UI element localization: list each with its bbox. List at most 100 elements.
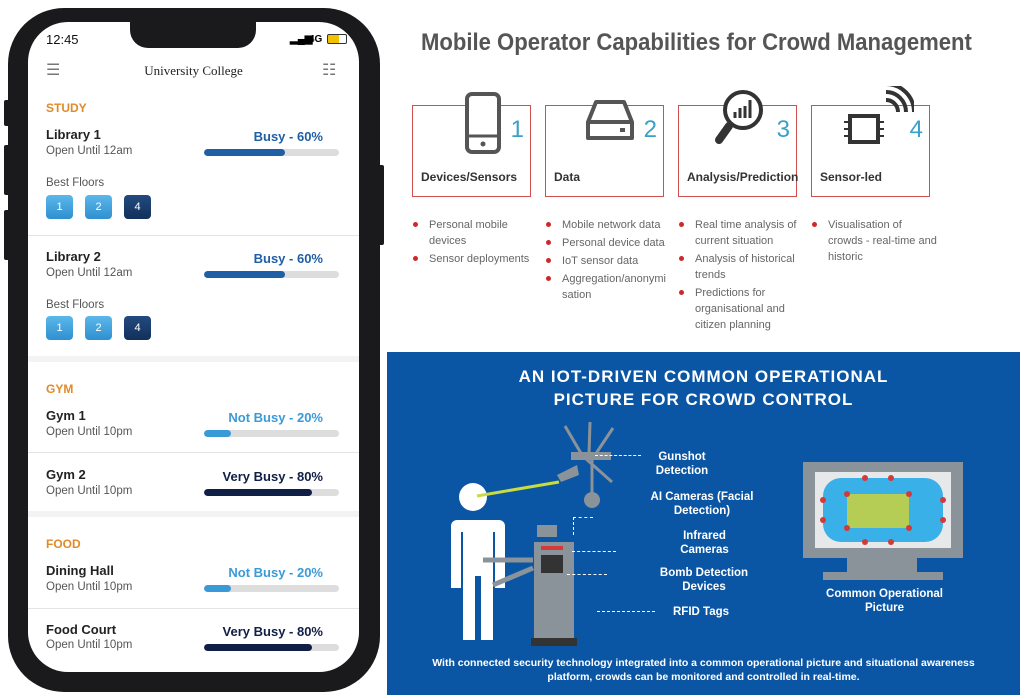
item-name: Library 1	[46, 127, 101, 142]
best-floors-label: Best Floors	[46, 299, 105, 311]
floor-button[interactable]: 1	[46, 195, 73, 219]
power-button	[378, 165, 384, 245]
busy-status: Very Busy - 80%	[222, 624, 323, 639]
label-rfid-tags: RFID Tags	[673, 606, 730, 618]
card-data: 2 Data	[545, 100, 664, 197]
busy-bar	[204, 149, 339, 156]
item-hours: Open Until 12am	[46, 145, 133, 157]
item-name: Food Court	[46, 622, 117, 637]
capabilities-panel: Mobile Operator Capabilities for Crowd M…	[387, 5, 1020, 346]
iot-caption: With connected security technology integ…	[432, 657, 975, 683]
security-illustration	[447, 421, 615, 646]
iot-infographic: AN IOT-DRIVEN COMMON OPERATIONAL PICTURE…	[387, 352, 1020, 695]
card-devices: 1 Devices/Sensors	[412, 92, 531, 197]
bullets-data: Mobile network data Personal device data…	[546, 217, 671, 305]
phone-icon	[465, 92, 501, 154]
floor-button[interactable]: 4	[124, 316, 151, 340]
chip-signal-icon	[844, 86, 914, 144]
bullets-devices: Personal mobile devices Sensor deploymen…	[413, 217, 533, 269]
label-bomb-detection: Bomb Detection Devices	[659, 567, 749, 593]
busy-status: Not Busy - 20%	[228, 410, 323, 425]
bullet: Visualisation of crowds - real-time and …	[812, 217, 937, 265]
item-name: Gym 1	[46, 408, 86, 423]
busy-bar	[204, 644, 339, 651]
phone-screen: 12:45 ▂▄▆ 4G ☰ University College ☷ STUD…	[28, 22, 359, 672]
section-gym: GYM	[46, 382, 74, 396]
divider	[28, 608, 359, 609]
item-name: Gym 2	[46, 467, 86, 482]
item-hours: Open Until 12am	[46, 267, 133, 279]
section-divider	[28, 356, 359, 362]
app-title: University College	[144, 63, 243, 78]
signal-icon: ▂▄▆	[290, 34, 313, 45]
camera-beam	[476, 480, 560, 498]
divider	[28, 235, 359, 236]
bullet: Real time analysis of current situation	[679, 217, 797, 249]
bullet: Mobile network data	[546, 217, 671, 233]
turnstile-icon	[483, 525, 577, 646]
label-gunshot-detection: Gunshot Detection	[655, 451, 709, 477]
label-infrared-cameras: Infrared Cameras	[680, 530, 729, 556]
best-floors-label: Best Floors	[46, 177, 105, 189]
card-number: 3	[776, 116, 790, 143]
item-hours: Open Until 10pm	[46, 426, 133, 438]
battery-icon	[327, 34, 347, 44]
connector	[567, 574, 607, 575]
section-divider	[28, 511, 359, 517]
item-name: Library 2	[46, 249, 101, 264]
menu-icon[interactable]: ☰	[46, 62, 61, 79]
connector	[595, 455, 641, 456]
card-analysis: 3 Analysis/Prediction	[678, 90, 799, 197]
item-hours: Open Until 10pm	[46, 639, 133, 651]
capabilities-title: Mobile Operator Capabilities for Crowd M…	[421, 29, 972, 56]
volume-down-button	[4, 210, 10, 260]
monitor-icon	[803, 462, 963, 580]
connector	[572, 551, 616, 552]
iot-title-line2: PICTURE FOR CROWD CONTROL	[553, 390, 854, 409]
section-food: FOOD	[46, 537, 81, 551]
bullet: Predictions for organisational and citiz…	[679, 285, 797, 333]
bullet: Sensor deployments	[413, 251, 533, 267]
bullet: Analysis of historical trends	[679, 251, 797, 283]
card-number: 4	[909, 116, 923, 143]
magnifier-chart-icon	[715, 90, 763, 144]
list-view-icon[interactable]: ☷	[322, 62, 337, 79]
card-number: 1	[510, 116, 524, 143]
bullets-analysis: Real time analysis of current situation …	[679, 217, 797, 335]
busy-status: Very Busy - 80%	[222, 469, 323, 484]
notch	[130, 22, 256, 48]
busy-bar	[204, 430, 339, 437]
label-ai-cameras: AI Cameras (Facial Detection)	[650, 491, 754, 517]
card-label: Sensor-led	[820, 170, 883, 184]
network-label: 4G	[309, 34, 323, 45]
card-number: 2	[643, 116, 657, 143]
section-study: STUDY	[46, 101, 87, 115]
busy-status: Busy - 60%	[253, 129, 323, 144]
floor-button[interactable]: 1	[46, 316, 73, 340]
floor-button[interactable]: 2	[85, 195, 112, 219]
status-time: 12:45	[46, 32, 79, 47]
card-sensor-led: 4 Sensor-led	[811, 86, 930, 197]
floor-button[interactable]: 2	[85, 316, 112, 340]
bullet: Personal mobile devices	[413, 217, 533, 249]
card-label: Devices/Sensors	[421, 170, 518, 184]
busy-bar	[204, 271, 339, 278]
busy-status: Not Busy - 20%	[228, 565, 323, 580]
bullet: IoT sensor data	[546, 253, 671, 269]
card-label: Analysis/Prediction	[687, 170, 799, 184]
item-hours: Open Until 10pm	[46, 581, 133, 593]
bullet: Personal device data	[546, 235, 671, 251]
person-icon	[447, 483, 505, 640]
busy-bar	[204, 489, 339, 496]
floor-button[interactable]: 4	[124, 195, 151, 219]
busy-status: Busy - 60%	[253, 251, 323, 266]
item-name: Dining Hall	[46, 563, 114, 578]
volume-up-button	[4, 145, 10, 195]
bullet: Aggregation/anonymisation	[546, 271, 671, 303]
card-label: Data	[554, 170, 581, 184]
busy-bar	[204, 585, 339, 592]
divider	[28, 452, 359, 453]
connector	[573, 517, 593, 535]
connector	[597, 611, 655, 612]
hard-drive-icon	[586, 100, 634, 140]
